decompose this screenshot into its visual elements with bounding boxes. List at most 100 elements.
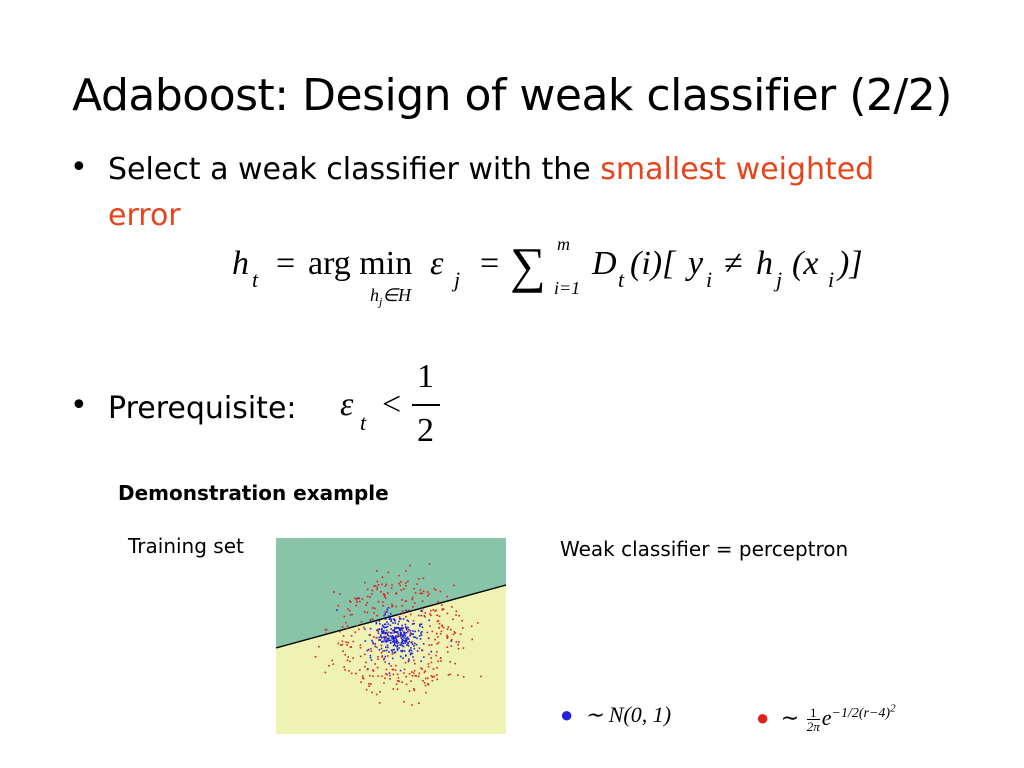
sample-point [428, 593, 430, 595]
sample-point [461, 619, 463, 622]
sample-point [405, 640, 408, 642]
sample-point [337, 604, 340, 607]
sample-point [405, 585, 407, 587]
sample-point [399, 635, 401, 637]
decision-boundary [276, 584, 506, 649]
formula-sum-bottom: i=1 [554, 278, 581, 298]
sample-point [434, 610, 437, 612]
sample-point [383, 637, 386, 640]
sample-point [381, 583, 383, 586]
sample-point [371, 618, 374, 621]
sample-point [376, 588, 378, 591]
sample-point [404, 642, 406, 644]
sample-point [412, 606, 414, 608]
sample-point [374, 645, 377, 648]
sample-point [394, 622, 397, 624]
sample-point [349, 601, 352, 603]
sample-point [454, 632, 457, 634]
sample-point [437, 641, 440, 644]
prereq-lt: < [382, 386, 402, 423]
sample-point [402, 635, 404, 637]
sample-point [421, 649, 423, 652]
sample-point [440, 660, 442, 662]
sample-point [391, 637, 393, 640]
sample-point [382, 631, 385, 633]
sample-point [379, 639, 382, 641]
sample-point [420, 592, 422, 595]
sample-point [405, 626, 407, 629]
sample-point [372, 675, 374, 677]
sample-point [381, 627, 383, 630]
sample-point [392, 638, 395, 640]
sample-point [346, 625, 349, 627]
sample-point [454, 662, 456, 665]
sample-point [372, 643, 375, 645]
sample-point [462, 676, 465, 678]
sample-point [399, 631, 402, 633]
sample-point [442, 626, 445, 629]
sample-point [324, 628, 327, 631]
sample-point [393, 643, 396, 646]
sample-point [364, 581, 366, 584]
sample-point [403, 632, 405, 635]
sample-point [438, 622, 441, 625]
sample-point [446, 646, 449, 648]
sample-point [402, 618, 405, 620]
sample-point [399, 618, 402, 620]
sample-point [387, 635, 389, 637]
sample-point [384, 633, 387, 635]
sample-point [410, 680, 412, 682]
sample-point [350, 672, 353, 675]
sample-point [420, 667, 422, 669]
sample-point [346, 627, 349, 630]
sample-point [398, 620, 400, 623]
sample-point [419, 635, 421, 637]
sample-point [427, 594, 429, 597]
formula-h-sub: t [252, 267, 259, 292]
sample-point [359, 655, 362, 658]
sample-point [446, 634, 448, 637]
sample-point [345, 621, 347, 624]
sample-point [371, 589, 374, 592]
sample-point [385, 649, 388, 652]
sample-point [396, 649, 399, 651]
slide-title: Adaboost: Design of weak classifier (2/2… [72, 70, 952, 121]
sample-point [437, 660, 439, 663]
sample-point [371, 593, 373, 595]
sample-point [360, 681, 362, 683]
sample-point [439, 633, 442, 635]
sample-point [381, 656, 383, 658]
formula-close: )] [838, 245, 863, 282]
sample-point [325, 632, 327, 635]
sample-point [402, 657, 404, 659]
sample-point [346, 659, 349, 662]
sample-point [383, 640, 385, 643]
sample-point [421, 626, 424, 629]
sample-point [346, 644, 348, 646]
bullet-1-highlight-cont: error [108, 198, 181, 233]
sample-point [431, 676, 434, 678]
sample-point [403, 588, 405, 590]
sample-point [380, 647, 383, 650]
sample-point [403, 631, 405, 634]
sample-point [393, 626, 396, 629]
sample-point [417, 629, 420, 632]
sample-point [428, 653, 430, 656]
sample-point [386, 640, 389, 643]
sample-point [423, 682, 426, 684]
sample-point [413, 670, 416, 672]
sample-point [408, 658, 410, 661]
sample-point [352, 657, 354, 659]
sample-point [430, 657, 432, 659]
sample-point [399, 655, 402, 658]
sample-point [342, 635, 345, 637]
sample-point [410, 649, 413, 652]
sample-point [372, 669, 374, 671]
sample-point [401, 599, 403, 601]
sample-point [390, 620, 392, 623]
sample-point [455, 641, 458, 643]
sample-point [436, 643, 438, 645]
sample-point [351, 613, 353, 616]
sample-point [369, 656, 372, 659]
sample-point [419, 625, 421, 627]
